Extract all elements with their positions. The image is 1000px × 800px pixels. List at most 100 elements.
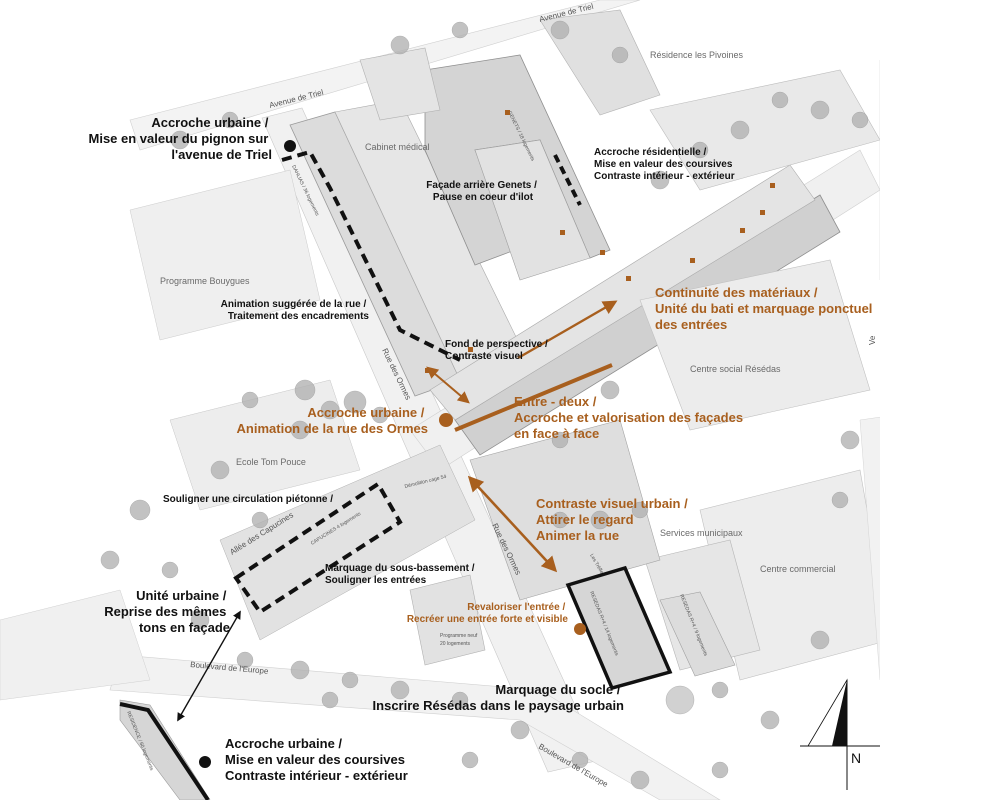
place-labels: Résidence les Pivoines Cabinet médical P…: [160, 50, 836, 574]
tree: [810, 100, 830, 120]
tree: [251, 511, 269, 529]
programme-neuf-label: Programme neuf: [440, 633, 478, 639]
ann-line: en face à face: [514, 426, 599, 441]
brown-facade-line: [454, 363, 613, 432]
tree: [711, 761, 729, 779]
tree: [451, 691, 469, 709]
tree: [730, 120, 750, 140]
black-dot-triel: [284, 140, 296, 152]
north-arrow: N: [800, 678, 880, 790]
ann-line: Reprise des mêmes: [104, 604, 226, 619]
tree: [631, 501, 649, 519]
brown-dot-ormes: [439, 413, 453, 427]
ann-marquage-socle: Marquage du socle / Inscrire Résédas dan…: [373, 682, 625, 713]
pivoines-block: [539, 9, 661, 116]
centre-commercial-label: Centre commercial: [760, 564, 836, 574]
arrow-fond-perspective: [426, 366, 470, 404]
residence-pivoines-label: Résidence les Pivoines: [650, 50, 744, 60]
ann-line: Accroche résidentielle /: [594, 147, 706, 158]
tree: [611, 46, 629, 64]
tree: [630, 770, 650, 790]
ann-line: Unité urbaine /: [136, 588, 227, 603]
north-arrow-letter: N: [851, 750, 861, 766]
tree: [100, 550, 120, 570]
tree: [170, 130, 190, 150]
tree: [590, 510, 610, 530]
ann-line: Recréer une entrée forte et visible: [407, 614, 569, 625]
centre-social-block: [639, 259, 871, 431]
tree: [290, 660, 310, 680]
ann-line: Animation de la rue des Ormes: [237, 421, 428, 436]
ann-line: Marquage du sous-bassement /: [325, 563, 475, 574]
annotations: Accroche urbaine / Mise en valeur du pig…: [89, 115, 876, 783]
ann-line: Traitement des encadrements: [228, 311, 370, 322]
capucines-dashed-outline: [233, 481, 403, 615]
entrance-marker: [770, 183, 775, 188]
ann-line: Accroche urbaine /: [225, 736, 342, 751]
programme-neuf-block: [409, 574, 486, 666]
ann-line: Mise en valeur du pignon sur: [89, 131, 269, 146]
ann-line: tons en façade: [139, 620, 230, 635]
emphasis-outlines: [119, 149, 673, 800]
boulevard-europe-band: [109, 654, 721, 800]
entrance-marker: [560, 230, 565, 235]
ann-line: l'avenue de Triel: [171, 147, 272, 162]
ann-accroche-residentielle: Accroche résidentielle / Mise en valeur …: [594, 147, 735, 182]
ann-marquage-soubassement: Marquage du sous-bassement / Souligner l…: [325, 563, 477, 586]
ann-line: Pause en coeur d'ilot: [433, 192, 534, 203]
ann-fond-perspective: Fond de perspective / Contraste visuel: [445, 339, 551, 362]
cabinet-medical-label: Cabinet médical: [365, 142, 430, 152]
tree: [390, 680, 410, 700]
ann-contraste-urbain: Contraste visuel urbain / Attirer le reg…: [536, 496, 691, 543]
tree: [294, 379, 316, 401]
ann-line: Mise en valeur des coursives: [225, 752, 405, 767]
tree: [650, 170, 670, 190]
entrance-marker: [740, 228, 745, 233]
right-margin: [880, 0, 1000, 800]
tree: [161, 561, 179, 579]
entrance-marker: [468, 347, 473, 352]
tree: [321, 691, 339, 709]
tree: [571, 751, 589, 769]
tree: [810, 630, 830, 650]
ann-line: Accroche urbaine /: [307, 405, 424, 420]
tree: [550, 20, 570, 40]
ann-line: Façade arrière Genets /: [426, 180, 537, 191]
ann-line: Accroche et valorisation des façades: [514, 410, 743, 425]
ecole-block: [169, 379, 361, 511]
ann-accroche-triel: Accroche urbaine / Mise en valeur du pig…: [89, 115, 273, 162]
north-arrow-dark-half: [832, 680, 847, 746]
dahlias-dashed-outline: [281, 149, 461, 362]
entrance-marker: [626, 276, 631, 281]
tree: [711, 681, 729, 699]
tree: [760, 710, 780, 730]
programme-neuf-label-2: 20 logements: [440, 641, 471, 647]
ann-line: Souligner les entrées: [325, 575, 427, 586]
centre-social-label: Centre social Résédas: [690, 364, 781, 374]
ann-line: Fond de perspective /: [445, 339, 548, 350]
residence-60-block: [119, 699, 211, 800]
tree: [241, 391, 259, 409]
dot-markers: [199, 140, 586, 768]
ann-accroche-coursives: Accroche urbaine / Mise en valeur des co…: [225, 736, 409, 783]
ann-line: Accroche urbaine /: [151, 115, 268, 130]
ann-continuite: Continuité des matériaux / Unité du bati…: [655, 285, 876, 332]
ann-line: Entre - deux /: [514, 394, 597, 409]
entrance-marker: [600, 250, 605, 255]
ann-line: Unité du bati et marquage ponctuel: [655, 301, 872, 316]
tree: [551, 431, 569, 449]
tree: [510, 720, 530, 740]
ann-line: Attirer le regard: [536, 512, 634, 527]
arrow-contraste-urbain: [467, 475, 558, 573]
ann-line: Contraste intérieur - extérieur: [225, 768, 408, 783]
arrows: [177, 300, 618, 722]
ann-line: Souligner une circulation piétonne /: [163, 494, 333, 505]
trees-layer: [100, 20, 869, 790]
resedas-secondary-block: [659, 591, 736, 677]
tree: [210, 460, 230, 480]
entrance-marker: [690, 258, 695, 263]
ann-line: des entrées: [655, 317, 727, 332]
residence-60-solid-outline: [119, 702, 210, 800]
tree: [343, 390, 367, 414]
ann-unite-urbaine: Unité urbaine / Reprise des mêmes tons e…: [104, 588, 230, 635]
